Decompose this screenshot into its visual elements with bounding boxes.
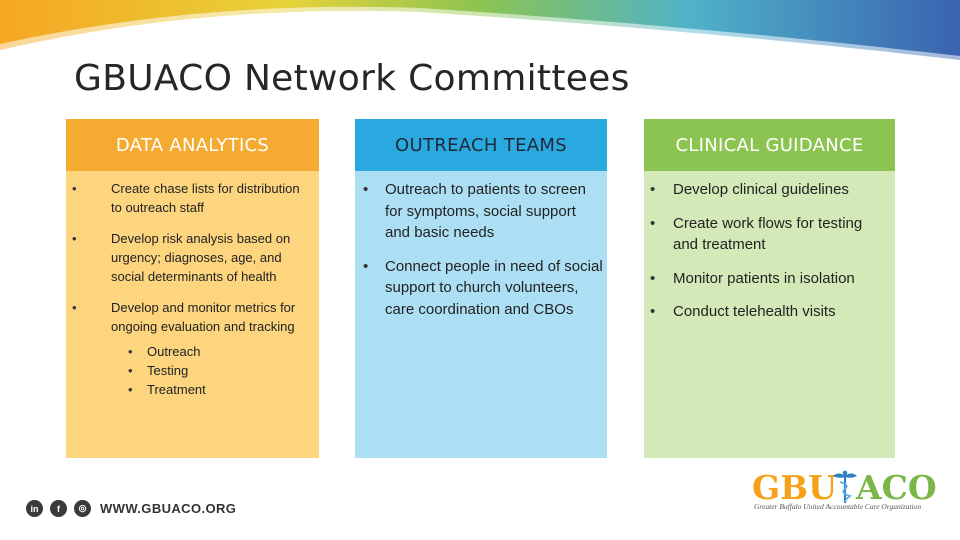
column-heading: DATA ANALYTICS [66, 119, 319, 171]
column-body: Create chase lists for distribution to o… [66, 171, 319, 458]
column-heading: OUTREACH TEAMS [355, 119, 607, 171]
list-item: Create chase lists for distribution to o… [72, 179, 319, 217]
bullet-list: Develop clinical guidelines Create work … [650, 179, 895, 323]
website-link[interactable]: WWW.GBUACO.ORG [100, 501, 237, 516]
social-links: in f ◎ [26, 500, 91, 517]
sub-list-item: Treatment [115, 380, 313, 399]
caduceus-icon [833, 470, 857, 503]
list-item: Develop clinical guidelines [650, 179, 895, 201]
bullet-list: Create chase lists for distribution to o… [72, 179, 319, 399]
page-title: GBUACO Network Committees [74, 58, 630, 99]
linkedin-icon[interactable]: in [26, 500, 43, 517]
logo-text-right: ACO [856, 468, 937, 507]
sub-list-item: Testing [115, 361, 313, 380]
sub-bullet-list: Outreach Testing Treatment [115, 342, 313, 399]
list-item: Conduct telehealth visits [650, 301, 895, 323]
logo-text-left: GBU [752, 468, 837, 507]
column-data-analytics: DATA ANALYTICS Create chase lists for di… [66, 119, 319, 458]
list-item: Develop risk analysis based on urgency; … [72, 229, 319, 286]
column-outreach-teams: OUTREACH TEAMS Outreach to patients to s… [355, 119, 607, 458]
list-item: Develop and monitor metrics for ongoing … [72, 298, 319, 399]
instagram-icon[interactable]: ◎ [74, 500, 91, 517]
list-item: Monitor patients in isolation [650, 268, 895, 290]
sub-list-item: Outreach [115, 342, 313, 361]
logo-tagline: Greater Buffalo United Accountable Care … [754, 502, 922, 511]
column-body: Outreach to patients to screen for sympt… [355, 171, 607, 458]
column-clinical-guidance: CLINICAL GUIDANCE Develop clinical guide… [644, 119, 895, 458]
bullet-list: Outreach to patients to screen for sympt… [363, 179, 607, 320]
header-banner [0, 0, 960, 62]
list-item: Connect people in need of social support… [363, 256, 607, 321]
facebook-icon[interactable]: f [50, 500, 67, 517]
gbuaco-logo: GBU ACO Greater Buffalo United Accountab… [752, 468, 937, 514]
list-item: Outreach to patients to screen for sympt… [363, 179, 607, 244]
list-item-text: Develop and monitor metrics for ongoing … [111, 300, 296, 334]
column-body: Develop clinical guidelines Create work … [644, 171, 895, 458]
list-item: Create work flows for testing and treatm… [650, 213, 895, 256]
column-heading: CLINICAL GUIDANCE [644, 119, 895, 171]
